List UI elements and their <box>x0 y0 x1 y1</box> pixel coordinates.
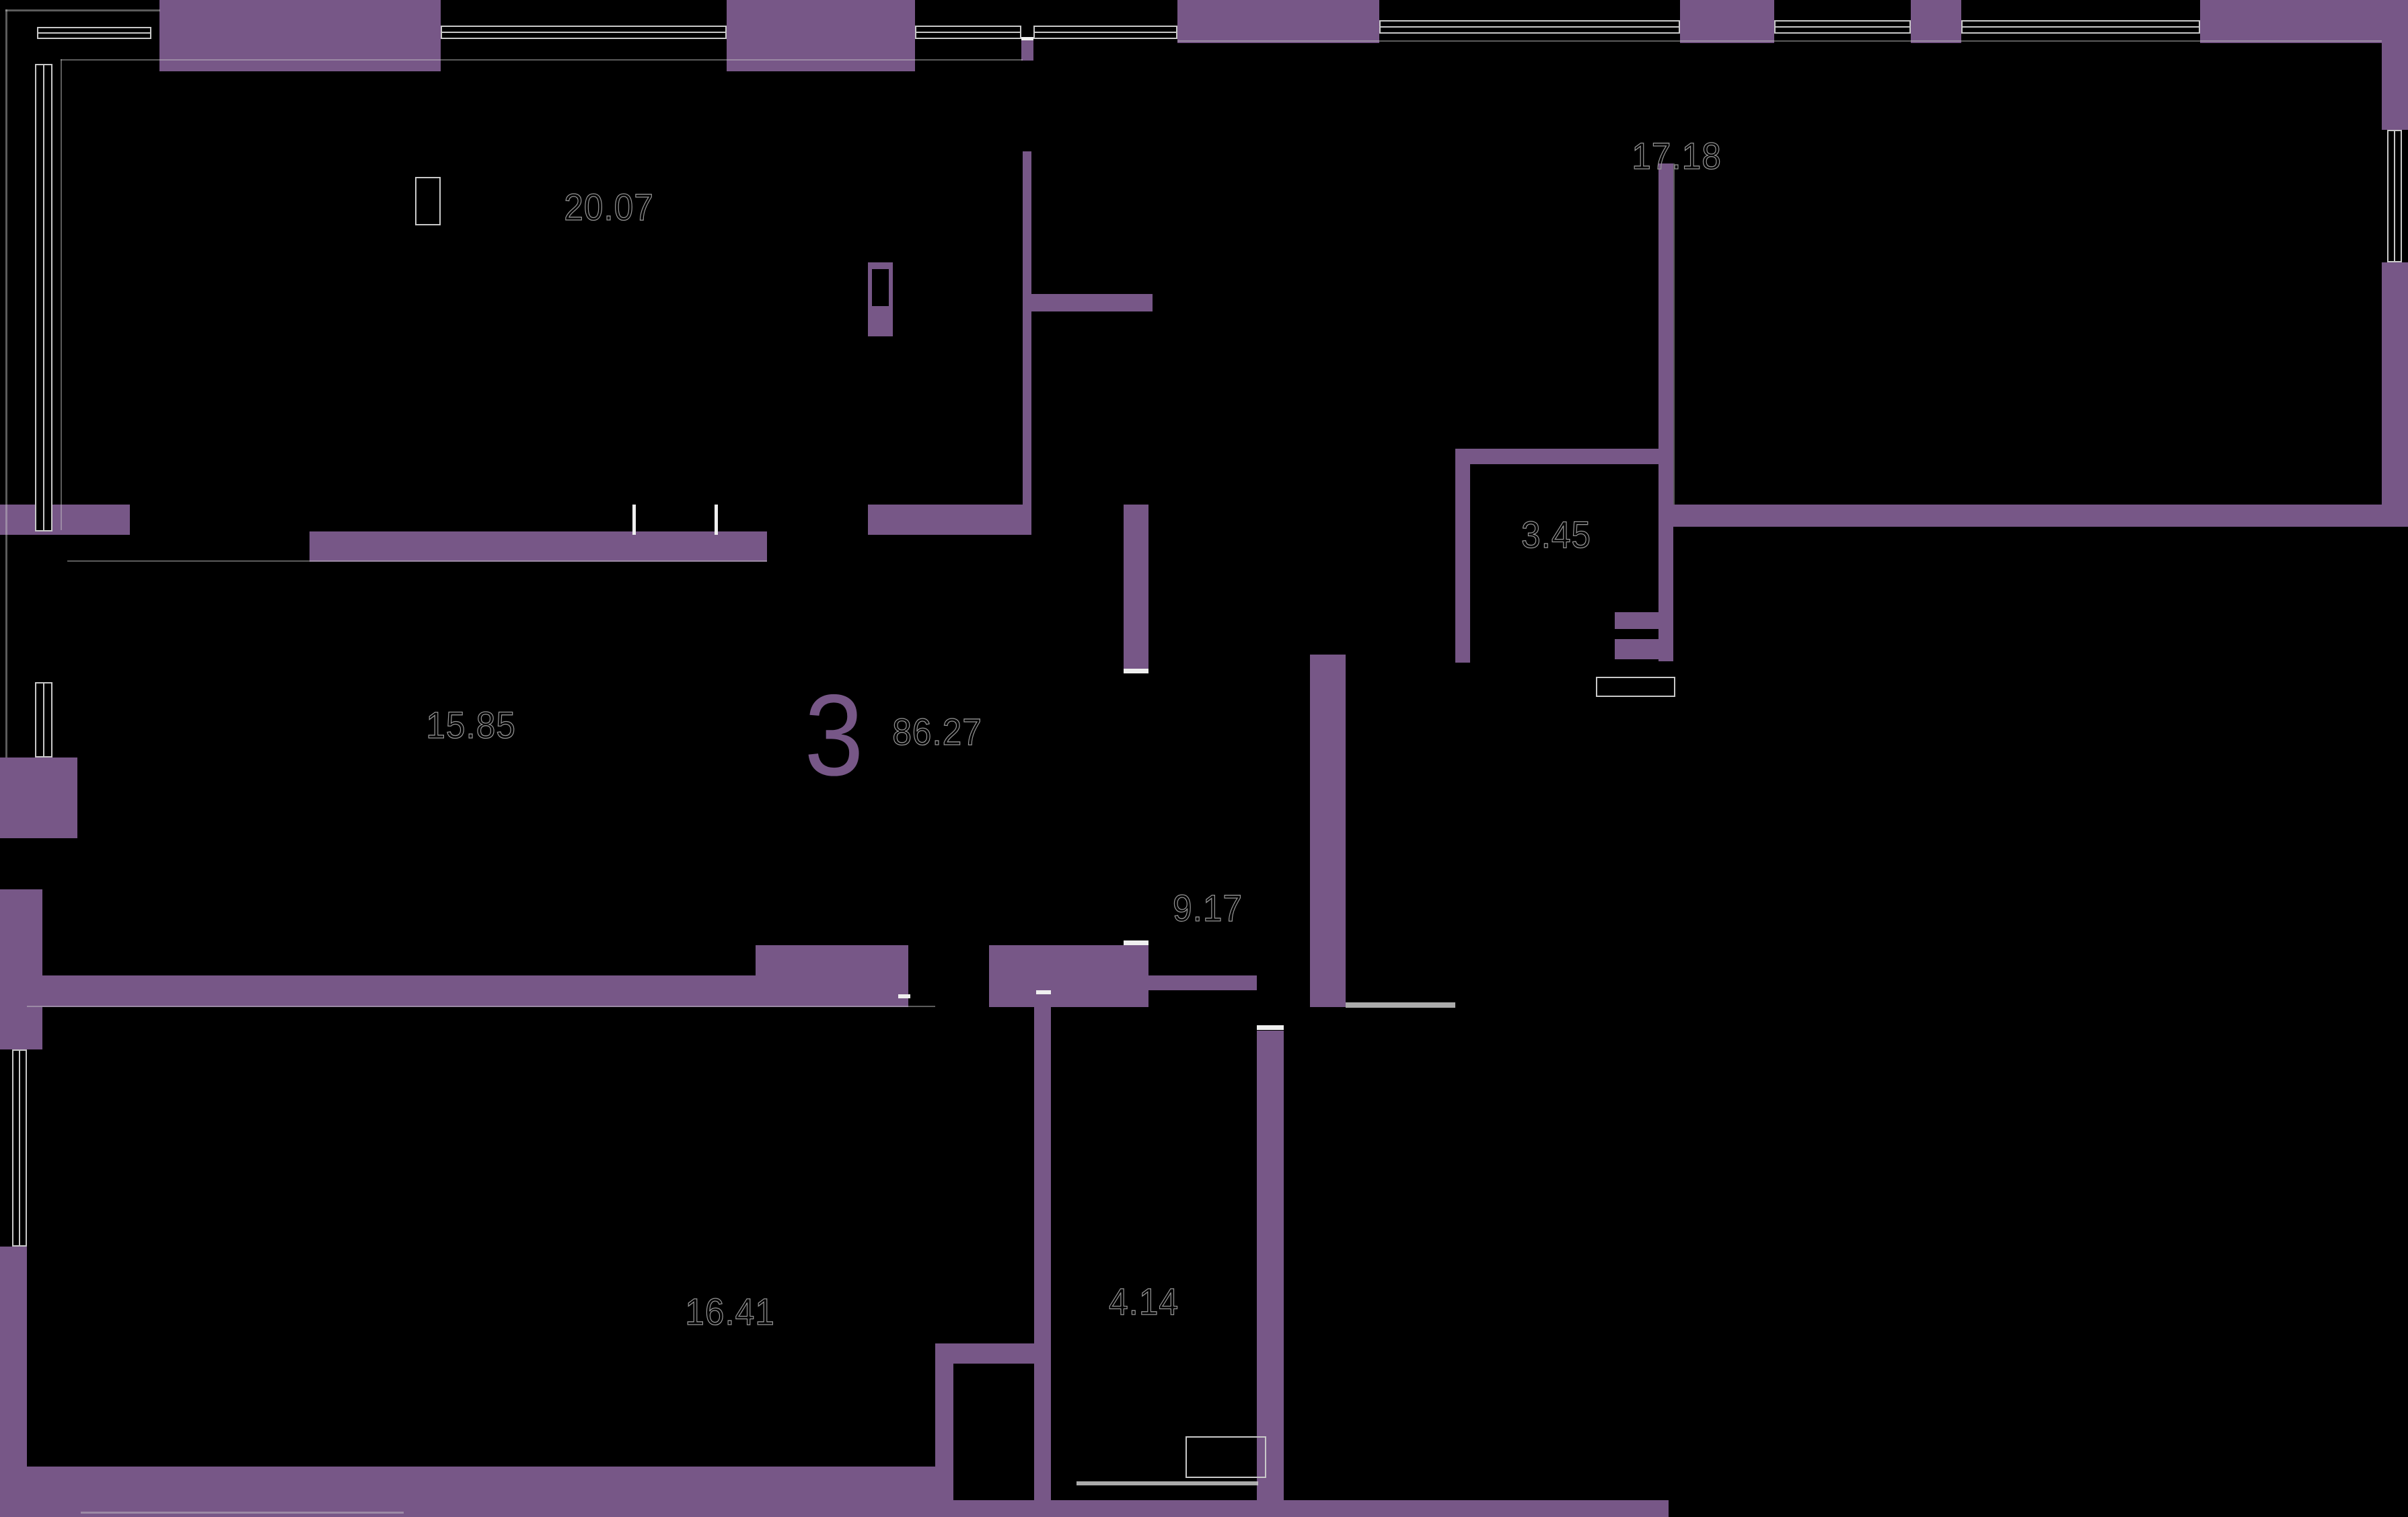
exterior-line <box>81 1512 404 1514</box>
room-outline <box>61 59 62 530</box>
door-frame-tick <box>1124 669 1148 673</box>
window-icon <box>1379 20 1680 34</box>
window-icon <box>35 682 52 757</box>
threshold-line <box>1346 1002 1455 1008</box>
entrance-door <box>1185 1436 1266 1478</box>
wall-segment <box>159 0 441 71</box>
balcony-outline <box>5 9 160 11</box>
room-label-middle-left: 15.85 <box>426 704 516 746</box>
window-icon <box>2387 130 2402 262</box>
room-label-corridor: 9.17 <box>1172 887 1243 929</box>
wall-segment <box>1455 449 1470 663</box>
wall-segment <box>935 1343 1051 1364</box>
wall-segment <box>0 505 130 535</box>
room-label-top-left: 20.07 <box>564 186 654 228</box>
room-outline <box>1177 40 2382 42</box>
duct-outline <box>415 177 441 225</box>
wall-segment <box>1911 0 1961 43</box>
wall-segment <box>0 889 42 1049</box>
door-frame-tick <box>898 994 910 998</box>
wall-segment <box>309 531 767 562</box>
wall-segment <box>935 1343 953 1517</box>
door-frame-tick <box>632 505 636 535</box>
window-icon <box>1961 20 2200 34</box>
wall-segment <box>2382 262 2408 527</box>
window-icon <box>1033 26 1177 39</box>
wall-segment <box>25 1467 953 1517</box>
wall-segment <box>953 1500 1669 1517</box>
room-label-top-right: 17.18 <box>1632 135 1722 177</box>
room-label-bathroom: 4.14 <box>1108 1280 1179 1323</box>
door-frame-tick <box>715 505 718 535</box>
room-outline <box>67 560 767 562</box>
wall-segment <box>989 945 1124 1007</box>
threshold-line <box>1077 1481 1258 1485</box>
wall-segment <box>2200 0 2408 43</box>
wall-segment <box>1470 449 1658 464</box>
window-icon <box>1774 20 1911 34</box>
wall-segment <box>1177 0 1379 43</box>
apartment-number: 3 <box>804 671 865 800</box>
room-label-bottom-left: 16.41 <box>685 1290 775 1333</box>
wall-segment <box>1673 505 2408 527</box>
window-icon <box>12 1049 27 1247</box>
wall-segment <box>1137 975 1257 990</box>
wall-segment <box>1021 40 1033 61</box>
wall-segment <box>1310 655 1346 1007</box>
window-icon <box>35 64 52 531</box>
wall-segment <box>1023 151 1031 531</box>
total-area-label: 86.27 <box>892 710 982 753</box>
wall-segment <box>0 1247 27 1517</box>
wall-segment <box>868 505 1031 535</box>
wall-segment <box>1658 163 1673 661</box>
wall-segment <box>1615 639 1673 659</box>
balcony-outline <box>5 9 7 757</box>
appliance-outline <box>1596 677 1675 697</box>
wall-segment <box>1615 612 1658 629</box>
wall-segment <box>0 757 77 838</box>
room-outline <box>61 59 1023 61</box>
wall-segment <box>1680 0 1774 43</box>
wall-segment <box>756 945 908 975</box>
wall-segment <box>25 975 908 1007</box>
room-label-storage: 3.45 <box>1521 513 1591 556</box>
wall-segment <box>1257 1031 1284 1517</box>
window-icon <box>441 26 727 39</box>
wall-segment <box>1034 994 1051 1517</box>
room-outline <box>27 1006 935 1007</box>
door-frame-tick <box>1036 990 1051 994</box>
window-icon <box>37 27 151 39</box>
wall-segment <box>1031 294 1153 311</box>
door-frame-tick <box>1124 940 1148 945</box>
wall-segment <box>727 0 915 71</box>
wall-segment <box>1124 505 1148 673</box>
window-icon <box>915 26 1021 39</box>
door-frame-tick <box>1021 37 1033 40</box>
duct-column <box>868 262 893 336</box>
door-frame-tick <box>1257 1025 1284 1030</box>
wall-segment <box>2382 0 2408 130</box>
room-outline <box>1673 163 1675 505</box>
duct-inner <box>872 269 889 306</box>
